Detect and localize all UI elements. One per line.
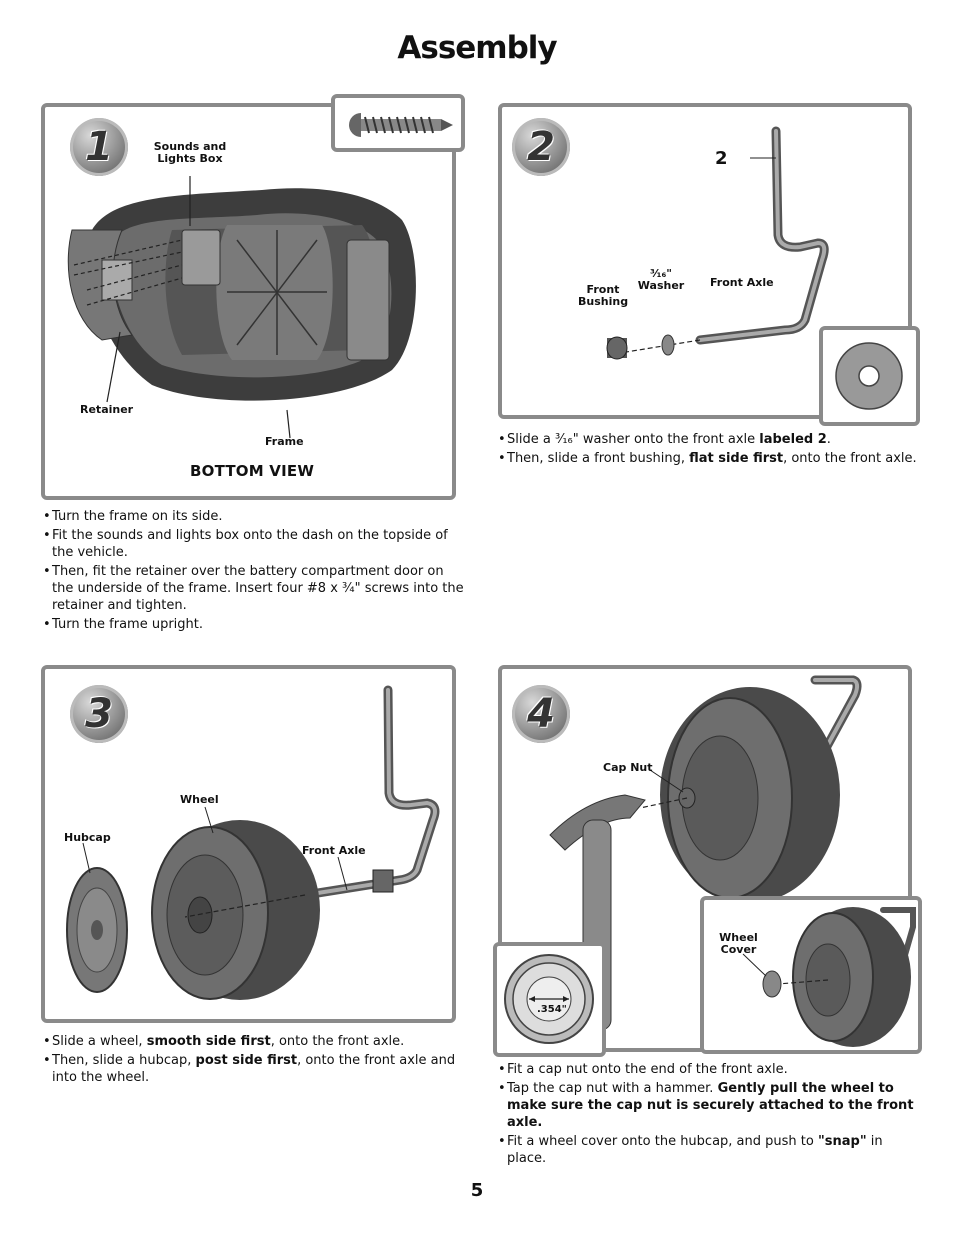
wheel-label: Wheel bbox=[180, 793, 219, 806]
step3-instruction: Slide a wheel, smooth side first, onto t… bbox=[43, 1033, 463, 1050]
wheel-cover-inset: Wheel Cover bbox=[700, 896, 922, 1054]
sounds-lights-box-label: Sounds and Lights Box bbox=[153, 140, 227, 165]
step1-instruction: Then, fit the retainer over the battery … bbox=[43, 563, 468, 614]
cap-nut-label: Cap Nut bbox=[603, 761, 653, 774]
step2-badge: 2 bbox=[512, 118, 570, 176]
step3-instructions: Slide a wheel, smooth side first, onto t… bbox=[43, 1033, 463, 1088]
bottom-view-label: BOTTOM VIEW bbox=[190, 462, 315, 480]
front-axle-label: Front Axle bbox=[302, 844, 366, 857]
step2-instruction: Slide a ³⁄₁₆" washer onto the front axle… bbox=[498, 431, 918, 448]
cap-nut-gauge-icon bbox=[504, 954, 594, 1044]
front-bushing-label: Front Bushing bbox=[578, 283, 629, 308]
retainer-label: Retainer bbox=[80, 403, 134, 416]
page-number: 5 bbox=[470, 1180, 484, 1201]
wheel-axle-drawing bbox=[66, 685, 440, 1000]
step4-instruction: Fit a wheel cover onto the hubcap, and p… bbox=[498, 1133, 918, 1167]
step2-instruction: Then, slide a front bushing, flat side f… bbox=[498, 450, 918, 467]
step4-badge: 4 bbox=[512, 685, 570, 743]
vehicle-frame-bottom-view bbox=[67, 176, 416, 439]
gauge-size-label: .354" bbox=[537, 1004, 567, 1015]
step1-instruction: Turn the frame upright. bbox=[43, 616, 468, 633]
wheel-cover-drawing bbox=[742, 907, 916, 1047]
step1-badge: 1 bbox=[70, 118, 128, 176]
frame-label: Frame bbox=[265, 435, 304, 448]
wheel-cover-label: Wheel Cover bbox=[719, 931, 758, 956]
step4-instruction: Fit a cap nut onto the end of the front … bbox=[498, 1061, 918, 1078]
step3-badge: 3 bbox=[70, 685, 128, 743]
axle-part-number: 2 bbox=[715, 148, 728, 169]
step1-instruction: Fit the sounds and lights box onto the d… bbox=[43, 527, 468, 561]
step4-instructions: Fit a cap nut onto the end of the front … bbox=[498, 1061, 918, 1169]
screw-icon bbox=[349, 113, 453, 137]
gauge-inset: .354" bbox=[493, 942, 606, 1057]
washer-icon bbox=[835, 342, 903, 410]
front-axle-2-drawing bbox=[606, 126, 829, 360]
screw-inset bbox=[331, 94, 465, 152]
step1-instructions: Turn the frame on its side. Fit the soun… bbox=[43, 508, 468, 635]
page-title: Assembly bbox=[397, 30, 557, 66]
hubcap-label: Hubcap bbox=[64, 831, 111, 844]
step1-instruction: Turn the frame on its side. bbox=[43, 508, 468, 525]
washer-inset bbox=[819, 326, 920, 426]
washer-label: ³⁄₁₆" Washer bbox=[637, 267, 685, 292]
step3-instruction: Then, slide a hubcap, post side first, o… bbox=[43, 1052, 463, 1086]
front-axle-label: Front Axle bbox=[710, 276, 774, 289]
step2-instructions: Slide a ³⁄₁₆" washer onto the front axle… bbox=[498, 431, 918, 469]
step4-instruction: Tap the cap nut with a hammer. Gently pu… bbox=[498, 1080, 918, 1131]
